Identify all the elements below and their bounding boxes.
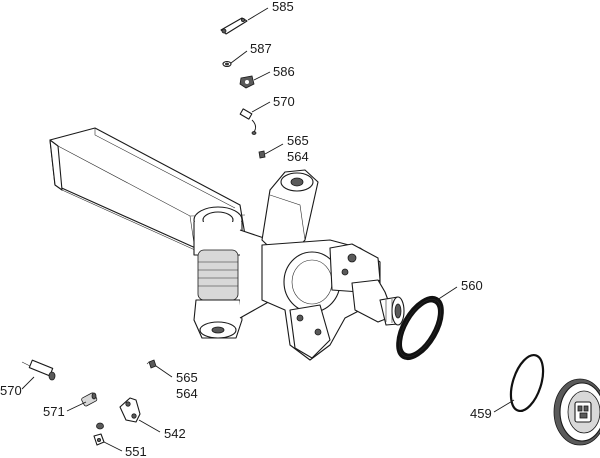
clip-565-564-top xyxy=(258,150,266,159)
bracket-585 xyxy=(220,17,248,35)
callout-587: 587 xyxy=(250,41,272,56)
callout-564-top: 564 xyxy=(287,149,309,164)
hub-cap xyxy=(553,378,600,446)
steering-arm xyxy=(261,169,319,263)
steering-knuckle xyxy=(261,239,405,361)
callout-586: 586 xyxy=(273,64,295,79)
callout-571: 571 xyxy=(43,404,65,419)
callout-564-bottom: 564 xyxy=(176,386,198,401)
callout-570-bottom: 570 xyxy=(0,383,22,398)
o-ring-459 xyxy=(509,353,545,413)
bolt-551-b xyxy=(93,433,105,446)
callout-585: 585 xyxy=(272,0,294,14)
washer-587 xyxy=(222,60,232,68)
callout-570-top: 570 xyxy=(273,94,295,109)
callout-551: 551 xyxy=(125,444,147,458)
callout-565-top: 565 xyxy=(287,133,309,148)
callout-labels: 585 587 586 570 565 564 560 570 565 564 … xyxy=(0,0,492,458)
seal-ring-560 xyxy=(396,295,444,361)
callout-542: 542 xyxy=(164,426,186,441)
kingpin-housing xyxy=(193,206,273,339)
bushing-571 xyxy=(81,392,98,407)
callout-560: 560 xyxy=(461,278,483,293)
nut-551-a xyxy=(96,422,104,430)
leader-lines xyxy=(21,7,515,452)
clip-565-564-bottom xyxy=(146,359,157,369)
callout-565-bottom: 565 xyxy=(176,370,198,385)
bracket-542 xyxy=(119,397,141,423)
sensor-570-bottom xyxy=(21,359,56,381)
callout-459: 459 xyxy=(470,406,492,421)
sensor-570-top xyxy=(239,108,257,135)
clip-586 xyxy=(239,75,255,89)
